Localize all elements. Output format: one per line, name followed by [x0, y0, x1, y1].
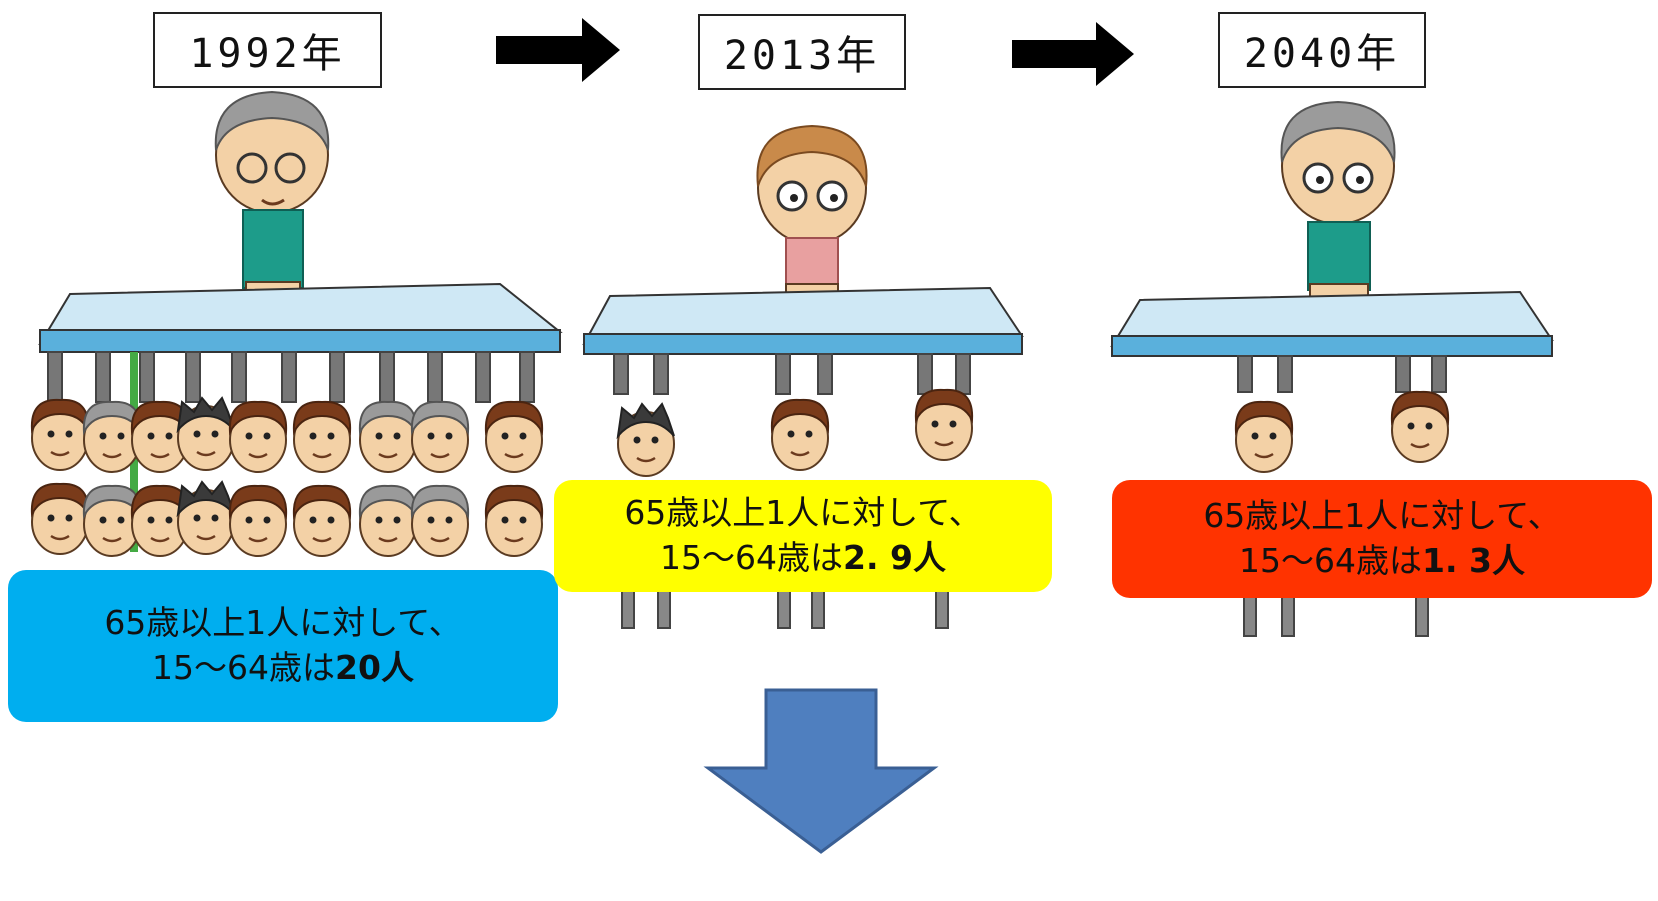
- caption-line1: 65歳以上1人に対して、: [1203, 496, 1561, 536]
- caption-prefix: 15〜64歳は: [1239, 541, 1423, 580]
- caption-2040: 65歳以上1人に対して、 15〜64歳は1. 3人: [1112, 480, 1652, 598]
- panel-1992-illustration: [30, 90, 563, 558]
- caption-line1: 65歳以上1人に対して、: [624, 493, 982, 533]
- year-label-2040: 2040年: [1218, 12, 1426, 88]
- panel-2040-illustration: [1110, 100, 1554, 637]
- year-label-1992: 1992年: [153, 12, 382, 88]
- arrow-right-icon: [1012, 22, 1134, 86]
- caption-prefix: 15〜64歳は: [660, 538, 844, 577]
- year-label-2013: 2013年: [698, 14, 906, 90]
- caption-line2: 15〜64歳は2. 9人: [660, 536, 946, 581]
- caption-line1: 65歳以上1人に対して、: [104, 603, 462, 643]
- caption-prefix: 15〜64歳は: [152, 648, 336, 687]
- arrow-right-icon: [496, 18, 620, 82]
- caption-value: 20人: [335, 648, 414, 687]
- caption-1992: 65歳以上1人に対して、 15〜64歳は20人: [8, 570, 558, 722]
- caption-line2: 15〜64歳は1. 3人: [1239, 539, 1525, 584]
- caption-line2: 15〜64歳は20人: [152, 646, 414, 691]
- panel-2013-illustration: [582, 124, 1024, 629]
- caption-value: 1. 3人: [1422, 541, 1525, 580]
- caption-2013: 65歳以上1人に対して、 15〜64歳は2. 9人: [554, 480, 1052, 592]
- caption-value: 2. 9人: [843, 538, 946, 577]
